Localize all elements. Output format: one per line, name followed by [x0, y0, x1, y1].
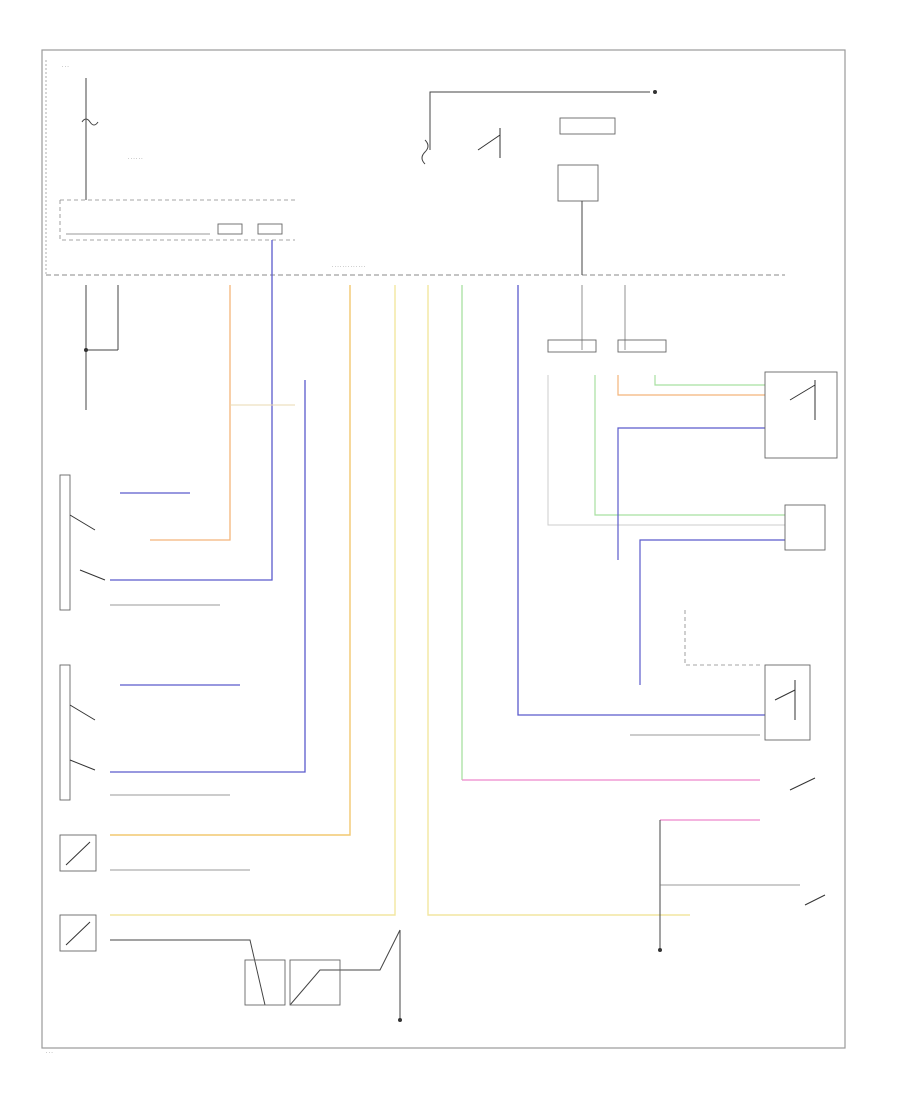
- fuse-note-text: · · · · · ·: [128, 156, 143, 161]
- lower-relay-b: [289, 959, 341, 1006]
- blue-wire-right: [617, 427, 765, 560]
- top-module-box: [559, 117, 616, 135]
- dimmer-switch-box: [59, 664, 71, 801]
- dimmer-switch-contact: [69, 704, 96, 771]
- yellow-wire-b: [427, 285, 690, 916]
- top-module-ground: [653, 90, 657, 94]
- page-marker: · · ·: [46, 1050, 53, 1055]
- lower-relay-a: [244, 959, 286, 1006]
- top-module-coil: [421, 139, 429, 165]
- connector-label-row: · · · · · · · · · · · · ·: [332, 264, 365, 269]
- blue-wire-center: [517, 285, 765, 716]
- yellow-orange-wire: [110, 285, 351, 836]
- blue-wire-left: [110, 240, 273, 581]
- left-splice-dot: [84, 348, 88, 352]
- diagram-frame: [41, 49, 846, 1049]
- fuse-symbol: [81, 118, 99, 126]
- right-dash-box: [684, 610, 760, 666]
- yellow-wire-a: [110, 285, 396, 916]
- right-connector-b: [617, 339, 667, 353]
- orange-wire-left: [150, 285, 231, 541]
- lower-switch-b-contact: [65, 921, 91, 946]
- right-connector-a: [547, 339, 597, 353]
- lower-right-ground: [398, 1018, 402, 1022]
- fuse-box-connector-a: [217, 223, 243, 235]
- right-switch-a: [764, 371, 838, 459]
- right-lower-switch: [789, 777, 826, 906]
- right-wire-gray: [581, 285, 626, 350]
- blue-wire-right-b: [639, 539, 785, 685]
- right-switch-c-contact: [774, 680, 796, 720]
- lower-switch-a: [59, 834, 97, 872]
- gray-wire-right: [547, 375, 785, 526]
- headlamp-switch-box: [59, 474, 71, 611]
- fuse-box-connector-b: [257, 223, 283, 235]
- green-wire-right: [594, 375, 785, 516]
- top-module-wire: [429, 91, 650, 150]
- right-lower-ground: [658, 948, 662, 952]
- right-switch-b: [784, 504, 826, 551]
- fuse-box-boundary: [59, 199, 295, 241]
- top-module-switch: [477, 128, 501, 158]
- right-switch-a-contact: [789, 380, 816, 420]
- green-wire-right-b: [654, 375, 765, 386]
- leader-lines: [110, 604, 760, 871]
- lower-switch-b: [59, 914, 97, 952]
- headlamp-switch-contact: [69, 514, 106, 581]
- fuse-label: · · ·: [62, 64, 69, 69]
- blue-wire-left-b: [110, 380, 306, 773]
- lower-switch-a-contact: [65, 841, 91, 866]
- orange-wire-right: [617, 375, 765, 396]
- right-top-module: [557, 164, 599, 202]
- right-switch-c: [764, 664, 811, 741]
- lower-wire: [110, 929, 401, 1006]
